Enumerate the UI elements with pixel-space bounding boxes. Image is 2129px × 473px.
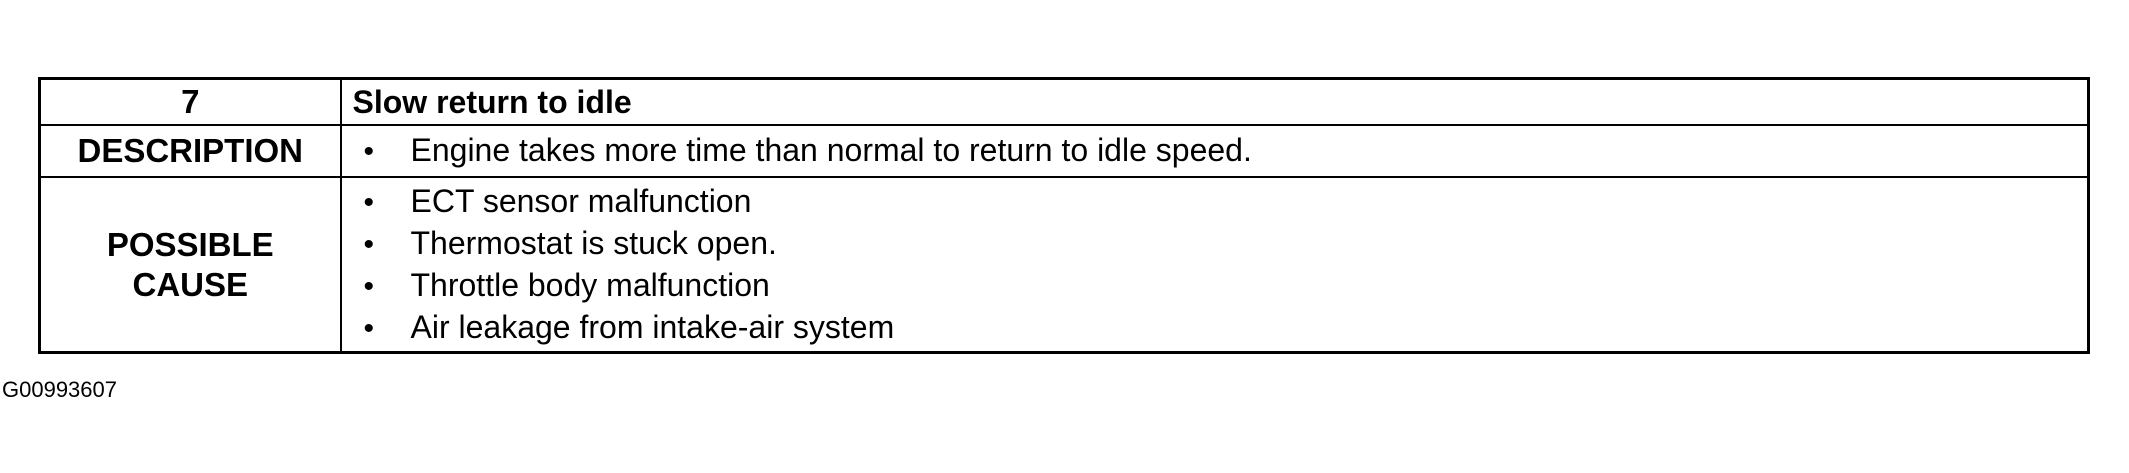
description-list: • Engine takes more time than normal to … <box>342 130 2088 172</box>
bullet-icon: • <box>363 311 375 345</box>
table-header-row: 7 Slow return to idle <box>38 77 2090 126</box>
description-text: Engine takes more time than normal to re… <box>410 132 1252 168</box>
list-item: • Throttle body malfunction <box>364 265 2088 307</box>
trouble-title: Slow return to idle <box>339 77 2090 126</box>
bullet-icon: • <box>363 185 375 219</box>
description-row: DESCRIPTION • Engine takes more time tha… <box>38 124 2090 178</box>
possible-cause-row: POSSIBLE CAUSE • ECT sensor malfunction … <box>38 176 2090 354</box>
trouble-number: 7 <box>38 77 342 126</box>
cause-text: ECT sensor malfunction <box>410 182 752 219</box>
description-content: • Engine takes more time than normal to … <box>339 124 2090 178</box>
list-item: • ECT sensor malfunction <box>364 181 2088 223</box>
possible-cause-label-line1: POSSIBLE <box>106 225 274 263</box>
bullet-icon: • <box>363 227 375 261</box>
cause-text: Throttle body malfunction <box>410 266 770 303</box>
cause-text: Air leakage from intake-air system <box>410 308 895 345</box>
troubleshooting-table: 7 Slow return to idle DESCRIPTION • Engi… <box>38 77 2090 354</box>
cause-text: Thermostat is stuck open. <box>410 224 777 261</box>
description-label: DESCRIPTION <box>38 124 342 178</box>
bullet-icon: • <box>363 135 375 168</box>
list-item: • Engine takes more time than normal to … <box>364 130 2088 172</box>
possible-cause-label-line2: CAUSE <box>132 265 249 303</box>
figure-id: G00993607 <box>2 377 117 402</box>
list-item: • Air leakage from intake-air system <box>364 307 2088 349</box>
possible-cause-list: • ECT sensor malfunction • Thermostat is… <box>342 181 2088 349</box>
list-item: • Thermostat is stuck open. <box>364 223 2088 265</box>
possible-cause-label: POSSIBLE CAUSE <box>38 176 342 354</box>
possible-cause-content: • ECT sensor malfunction • Thermostat is… <box>339 176 2090 354</box>
bullet-icon: • <box>363 269 375 303</box>
